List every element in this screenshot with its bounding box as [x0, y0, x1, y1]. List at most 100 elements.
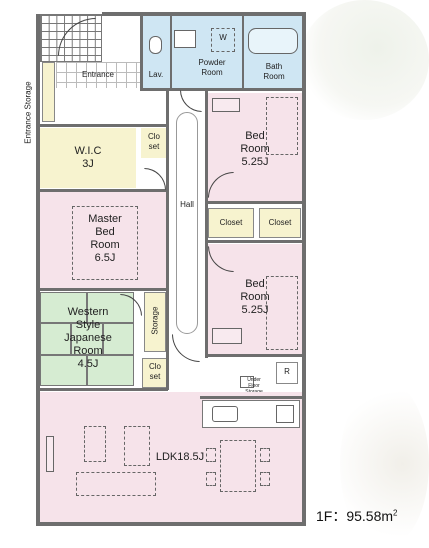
entrance-storage-label: Entrance Storage [23, 81, 33, 144]
toilet-fixture [149, 36, 162, 54]
entrance-storage [42, 62, 55, 122]
wall-bed2-bottom [205, 354, 303, 357]
master-bed-label-3: Room [90, 239, 120, 251]
floor-area-value: 1F：95.58m [316, 508, 394, 524]
ldk-label: LDK18.5J [155, 451, 205, 463]
closet-b-label: Closet [268, 218, 292, 227]
storage [144, 292, 166, 352]
tatami-mat-4 [71, 323, 103, 355]
master-bed-label-2: Bed [95, 226, 115, 238]
wall-hall-right [205, 90, 208, 358]
closet-a [208, 208, 254, 238]
bathtub-fixture [248, 28, 298, 54]
wall-top-right [102, 12, 306, 16]
master-bed-label-1: Master [88, 213, 122, 225]
closet-top-label-2: set [148, 142, 160, 151]
refrigerator-mark: R [284, 367, 290, 376]
tatami-mat-5 [103, 323, 134, 355]
wall-lav-right [170, 14, 172, 90]
wall-ldk-top [38, 388, 168, 391]
sofa [76, 472, 156, 496]
stove-fixture [276, 405, 294, 423]
bed-room-1-label-2: Room [240, 143, 270, 155]
japanese-door-swing [120, 294, 142, 316]
desk-fixture-1 [212, 98, 240, 112]
wall-hall-left [166, 90, 169, 390]
under-floor-label-1: Under [247, 377, 261, 383]
closet-a-label: Closet [219, 218, 243, 227]
powder-room-label-2: Room [201, 68, 223, 77]
sink-fixture [212, 406, 238, 422]
tatami-mat-2 [87, 292, 134, 323]
floor-area-label: 1F：95.58m2 [316, 508, 416, 524]
wall-left [36, 14, 40, 526]
desk-fixture-2 [212, 328, 242, 344]
japanese-room-label-2: Style [75, 319, 101, 331]
closet-top-label-1: Clo [147, 132, 160, 141]
bed-room-1-label-3: 5.25J [241, 156, 269, 168]
japanese-room-label-4: Room [73, 345, 103, 357]
closet-bottom-label-1: Clo [148, 362, 161, 371]
closet-bottom-label-2: set [149, 372, 161, 381]
wall-bath-left [242, 14, 244, 90]
bed-room-2-label-3: 5.25J [241, 304, 269, 316]
tatami-mat-3 [40, 323, 71, 355]
tatami-mat-6 [40, 355, 87, 386]
washbasin-fixture [174, 30, 196, 48]
dining-chair-4 [260, 472, 270, 486]
bed-fixture-2 [266, 276, 298, 350]
dining-chair-1 [206, 448, 216, 462]
washing-machine-space [211, 28, 235, 52]
bed-room-2-label-1: Bed [245, 278, 265, 290]
wall-lav-left [140, 14, 143, 90]
under-floor-hatch [240, 376, 254, 388]
dining-table [220, 440, 256, 492]
lav-label: Lav. [148, 70, 164, 79]
wall-wic-top [38, 124, 168, 127]
bath-room-label-1: Bath [265, 62, 283, 71]
master-bed-room [40, 192, 166, 288]
wic-label-2: 3J [82, 158, 94, 170]
wall-bottom [36, 522, 306, 526]
dining-chair-3 [260, 448, 270, 462]
bed-room-2-label-2: Room [240, 291, 270, 303]
tv-board [46, 436, 54, 472]
background-foliage-lower [340, 380, 429, 548]
entrance-area [56, 62, 142, 88]
wic-label-1: W.I.C [74, 145, 102, 157]
japanese-room-label-5: 4.5J [77, 358, 99, 370]
kitchen-counter [202, 400, 300, 428]
master-bed-label-4: 6.5J [94, 252, 116, 264]
wall-bed1-bottom [205, 201, 303, 204]
bed-room-2 [208, 244, 302, 354]
hall-floor [176, 112, 198, 334]
tatami-mat-1 [40, 292, 87, 323]
wic-room [40, 128, 136, 188]
master-door-swing [144, 168, 166, 190]
wall-kitchen-top [200, 396, 303, 399]
closet-top [141, 128, 167, 158]
storage-label: Storage [150, 306, 160, 335]
japanese-room-label-1: Western [67, 306, 109, 318]
hall-label: Hall [180, 200, 194, 209]
master-bed-fixture [72, 206, 138, 280]
wall-right [302, 14, 306, 526]
under-floor-label-2: Floor [248, 383, 260, 389]
armchair [124, 426, 150, 466]
powder-room-label-1: Powder [198, 58, 226, 67]
floor-area-unit-superscript: 2 [393, 508, 398, 518]
wall-bed2-top [205, 240, 303, 243]
closet-b [259, 208, 301, 238]
dining-chair-2 [206, 472, 216, 486]
wall-master-bottom [38, 288, 168, 291]
background-foliage [300, 0, 429, 120]
tatami-mat-7 [87, 355, 134, 386]
wall-master-top [38, 189, 168, 192]
japanese-room-label-3: Japanese [64, 332, 112, 344]
bed-fixture-1 [266, 97, 298, 155]
entrance-label: Entrance [81, 70, 115, 79]
coffee-table [84, 426, 106, 462]
bath-room-label-2: Room [263, 72, 285, 81]
bed-room-1-label-1: Bed [245, 130, 265, 142]
